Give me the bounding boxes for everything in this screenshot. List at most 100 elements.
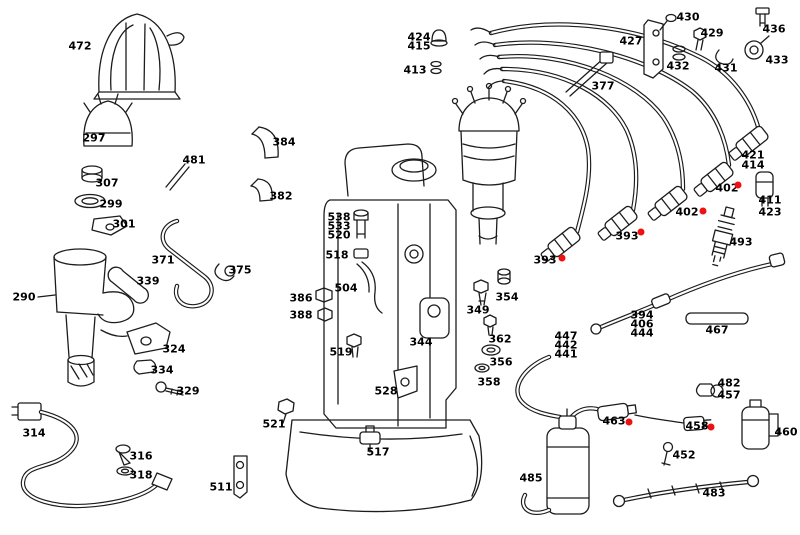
part-label-329[interactable]: 329 bbox=[176, 384, 200, 398]
spark-plug-wires-drawing bbox=[470, 22, 763, 235]
ignition-cable-drawing bbox=[590, 252, 786, 335]
part-label-301[interactable]: 301 bbox=[112, 217, 136, 231]
part-label-349[interactable]: 349 bbox=[466, 303, 490, 317]
part-label-447[interactable]: 447 bbox=[554, 329, 578, 343]
part-label-324[interactable]: 324 bbox=[162, 342, 186, 356]
part-label-444[interactable]: 444 bbox=[630, 326, 654, 340]
part-label-430[interactable]: 430 bbox=[676, 10, 700, 24]
part-label-457[interactable]: 457 bbox=[717, 388, 741, 402]
part-label-483[interactable]: 483 bbox=[702, 486, 726, 500]
tube-467-drawing bbox=[685, 312, 749, 325]
part-label-375[interactable]: 375 bbox=[228, 263, 252, 277]
part-label-442[interactable]: 442 bbox=[554, 338, 578, 352]
part-label-382[interactable]: 382 bbox=[269, 189, 293, 203]
selected-part-marker[interactable] bbox=[707, 423, 715, 431]
part-label-421[interactable]: 421 bbox=[741, 148, 765, 162]
part-label-520[interactable]: 520 bbox=[327, 228, 351, 242]
part-label-533[interactable]: 533 bbox=[327, 219, 351, 233]
part-label-339[interactable]: 339 bbox=[136, 274, 160, 288]
part-label-406[interactable]: 406 bbox=[630, 317, 654, 331]
grommet-358-drawing bbox=[474, 363, 490, 373]
part-label-481[interactable]: 481 bbox=[182, 153, 206, 167]
bolt-349-drawing bbox=[473, 279, 489, 306]
plug-boot-421-drawing bbox=[728, 125, 769, 161]
part-label-290[interactable]: 290 bbox=[12, 290, 36, 304]
part-label-485[interactable]: 485 bbox=[519, 471, 543, 485]
part-label-429[interactable]: 429 bbox=[700, 26, 724, 40]
bracket-511-drawing bbox=[233, 455, 248, 499]
fitting-354-drawing bbox=[497, 268, 511, 285]
part-label-467[interactable]: 467 bbox=[705, 323, 729, 337]
part-label-413[interactable]: 413 bbox=[403, 63, 427, 77]
part-label-402[interactable]: 402 bbox=[715, 181, 739, 195]
part-label-517[interactable]: 517 bbox=[366, 445, 390, 459]
part-label-452[interactable]: 452 bbox=[672, 448, 696, 462]
part-label-386[interactable]: 386 bbox=[289, 291, 313, 305]
part-label-318[interactable]: 318 bbox=[129, 468, 153, 482]
part-label-460[interactable]: 460 bbox=[774, 425, 798, 439]
part-label-334[interactable]: 334 bbox=[150, 363, 174, 377]
part-label-356[interactable]: 356 bbox=[489, 355, 513, 369]
part-label-415[interactable]: 415 bbox=[407, 39, 431, 53]
spring-bracket-drawing bbox=[160, 218, 214, 309]
part-label-518[interactable]: 518 bbox=[325, 248, 349, 262]
part-label-362[interactable]: 362 bbox=[488, 332, 512, 346]
part-label-371[interactable]: 371 bbox=[151, 253, 175, 267]
distributor-drawing bbox=[37, 248, 135, 387]
coil-wire-boot-drawing bbox=[597, 402, 637, 422]
part-label-393[interactable]: 393 bbox=[615, 229, 639, 243]
part-label-433[interactable]: 433 bbox=[765, 53, 789, 67]
selected-part-marker[interactable] bbox=[699, 207, 707, 215]
part-label-431[interactable]: 431 bbox=[714, 61, 738, 75]
seal-ring-drawing bbox=[74, 193, 106, 209]
part-label-411[interactable]: 411 bbox=[758, 193, 782, 207]
part-label-402[interactable]: 402 bbox=[675, 205, 699, 219]
selected-part-marker[interactable] bbox=[625, 418, 633, 426]
part-label-538[interactable]: 538 bbox=[327, 210, 351, 224]
part-label-377[interactable]: 377 bbox=[591, 79, 615, 93]
selected-part-marker[interactable] bbox=[734, 181, 742, 189]
small-cylinder-drawing bbox=[81, 165, 103, 183]
part-label-441[interactable]: 441 bbox=[554, 347, 578, 361]
part-label-463[interactable]: 463 bbox=[602, 414, 626, 428]
selected-part-marker[interactable] bbox=[558, 254, 566, 262]
part-label-493[interactable]: 493 bbox=[729, 235, 753, 249]
part-label-521[interactable]: 521 bbox=[262, 417, 286, 431]
part-label-414[interactable]: 414 bbox=[741, 158, 765, 172]
part-label-358[interactable]: 358 bbox=[477, 375, 501, 389]
selected-part-marker[interactable] bbox=[637, 228, 645, 236]
plug-boot-402a-drawing bbox=[693, 161, 734, 197]
part-label-519[interactable]: 519 bbox=[329, 345, 353, 359]
part-label-423[interactable]: 423 bbox=[758, 205, 782, 219]
part-label-436[interactable]: 436 bbox=[762, 22, 786, 36]
part-label-388[interactable]: 388 bbox=[289, 308, 313, 322]
hex-fittings-drawing bbox=[315, 287, 333, 322]
ignition-coil-drawing bbox=[521, 408, 590, 516]
connector-sleeve-drawing bbox=[755, 171, 774, 207]
part-label-354[interactable]: 354 bbox=[495, 290, 519, 304]
part-label-299[interactable]: 299 bbox=[99, 197, 123, 211]
part-label-424[interactable]: 424 bbox=[407, 30, 431, 44]
part-label-307[interactable]: 307 bbox=[95, 176, 119, 190]
part-label-511[interactable]: 511 bbox=[209, 480, 233, 494]
part-label-427[interactable]: 427 bbox=[619, 34, 643, 48]
part-label-482[interactable]: 482 bbox=[717, 376, 741, 390]
sensor-cable-drawing bbox=[11, 402, 173, 509]
part-label-394[interactable]: 394 bbox=[630, 308, 654, 322]
part-label-528[interactable]: 528 bbox=[374, 384, 398, 398]
part-label-384[interactable]: 384 bbox=[272, 135, 296, 149]
part-label-344[interactable]: 344 bbox=[409, 335, 433, 349]
part-label-393[interactable]: 393 bbox=[533, 253, 557, 267]
part-label-432[interactable]: 432 bbox=[666, 59, 690, 73]
part-label-297[interactable]: 297 bbox=[82, 131, 106, 145]
part-label-504[interactable]: 504 bbox=[334, 281, 358, 295]
wrench-clamp-drawing bbox=[107, 266, 149, 304]
bracket-427-drawing bbox=[643, 19, 664, 79]
part-label-314[interactable]: 314 bbox=[22, 426, 46, 440]
part-label-472[interactable]: 472 bbox=[68, 39, 92, 53]
part-label-316[interactable]: 316 bbox=[129, 449, 153, 463]
part-label-458[interactable]: 458 bbox=[685, 419, 709, 433]
